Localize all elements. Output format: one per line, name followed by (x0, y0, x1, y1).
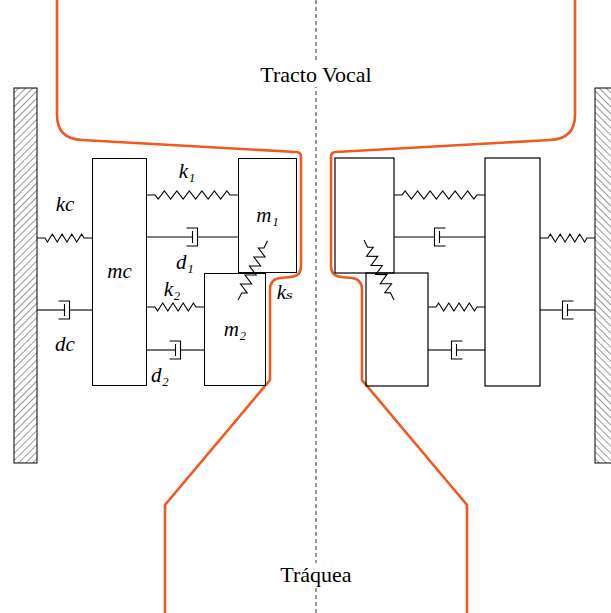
mass-label: m₂ (224, 318, 246, 341)
region-label: Tráquea (278, 563, 353, 587)
spring-connector (147, 191, 238, 199)
damper-symbol-stroke (435, 228, 446, 246)
region-label: Tracto Vocal (258, 63, 373, 87)
mass-label: m₁ (256, 204, 278, 227)
connector-stroke (175, 344, 176, 356)
mass-label: mc (107, 260, 132, 283)
damper-symbol (540, 301, 595, 319)
damper-symbol (37, 301, 92, 319)
connector-label: kₛ (276, 281, 294, 304)
spring-symbol-stroke (364, 240, 394, 300)
mass-box: m₁ (238, 158, 297, 273)
connector-label: k₁ (178, 160, 197, 183)
spring-connector (147, 303, 204, 311)
vocal-tract-wall (57, 0, 301, 613)
spring-symbol (364, 240, 394, 300)
spring-symbol-stroke (37, 234, 92, 242)
damper-symbol (428, 341, 485, 359)
mass-box (335, 158, 394, 273)
connector-stroke (147, 349, 176, 350)
mass-box: m₂ (204, 273, 266, 386)
fixed-wall (14, 88, 37, 463)
mass-box: mc (92, 158, 147, 386)
damper-symbol-stroke (568, 309, 596, 310)
fixed-wall (595, 88, 611, 463)
connector-stroke (187, 228, 198, 246)
connector-stroke (192, 231, 193, 243)
spring-symbol-stroke (540, 234, 595, 242)
damper-symbol-stroke (70, 309, 93, 310)
connector-stroke (147, 303, 204, 311)
element-label: dc (55, 333, 75, 356)
damper-symbol-stroke (563, 301, 574, 319)
damper-symbol-stroke (452, 341, 463, 359)
damper-symbol-stroke (428, 349, 452, 350)
damper-connector (147, 228, 238, 246)
connector-label: k₂ (163, 278, 182, 301)
vocal-tract-wall (331, 0, 575, 613)
spring-symbol (394, 191, 485, 199)
connector-stroke (181, 349, 205, 350)
connector-label: d₂ (150, 364, 170, 387)
damper-symbol-stroke (457, 349, 486, 350)
damper-symbol-stroke (567, 304, 568, 316)
center-axis (316, 0, 317, 613)
damper-symbol-stroke (439, 231, 440, 243)
damper-symbol-stroke (456, 344, 457, 356)
spring-symbol (428, 303, 485, 311)
spring-symbol (37, 234, 92, 242)
mass-box (485, 158, 540, 386)
connector-stroke (147, 236, 193, 237)
damper-symbol-stroke (64, 304, 65, 316)
damper-connector (147, 341, 204, 359)
damper-symbol-stroke (540, 309, 563, 310)
spring-symbol-stroke (394, 191, 485, 199)
connector-stroke (238, 241, 267, 300)
connector-stroke (198, 236, 239, 237)
damper-symbol-stroke (37, 309, 65, 310)
connector-stroke (147, 191, 238, 199)
damper-symbol-stroke (394, 236, 435, 237)
mass-box (366, 273, 428, 386)
spring-symbol (540, 234, 595, 242)
damper-symbol-stroke (440, 236, 486, 237)
damper-symbol (394, 228, 485, 246)
connector-label: d₁ (175, 251, 195, 274)
spring-symbol-stroke (428, 303, 485, 311)
damper-symbol-stroke (59, 301, 70, 319)
element-label: kc (56, 193, 75, 216)
spring-connector (238, 241, 267, 300)
connector-stroke (170, 341, 181, 359)
